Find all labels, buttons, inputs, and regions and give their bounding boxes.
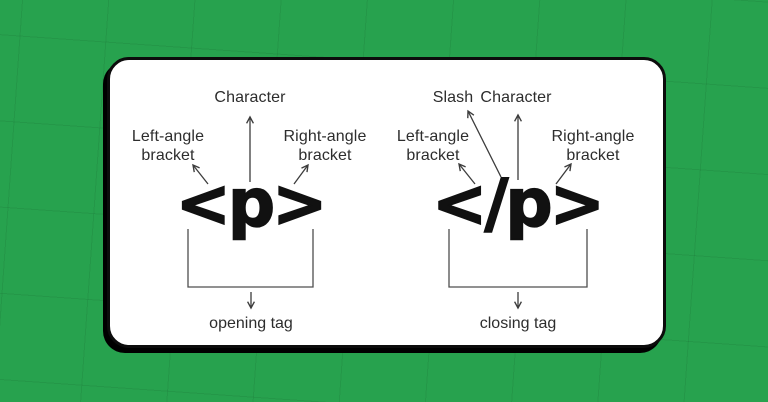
- label-opening-left-bracket: Left-angle bracket: [131, 128, 205, 164]
- closing-tag-text: </p>: [431, 165, 605, 242]
- label-closing-left-bracket: Left-angle bracket: [396, 128, 470, 164]
- arrow-closing-left-bracket-icon: [458, 162, 476, 185]
- grouping-bracket-opening: [187, 229, 314, 288]
- label-opening-right-bracket: Right-angle bracket: [283, 128, 367, 164]
- label-closing-slash: Slash: [432, 89, 474, 106]
- closing-tag-caption: closing tag: [479, 315, 557, 332]
- arrow-opening-right-bracket-icon: [293, 163, 309, 185]
- label-opening-character: Character: [214, 89, 286, 106]
- arrow-closing-right-bracket-icon: [555, 162, 572, 185]
- grouping-bracket-closing: [448, 229, 588, 288]
- arrow-opening-left-bracket-icon: [192, 163, 209, 185]
- label-closing-right-bracket: Right-angle bracket: [551, 128, 635, 164]
- opening-tag-text: <p>: [175, 165, 328, 242]
- diagram-card: [107, 57, 666, 348]
- opening-tag-caption: opening tag: [209, 315, 293, 332]
- label-closing-character: Character: [480, 89, 552, 106]
- arrow-closing-slash-icon: [467, 109, 502, 178]
